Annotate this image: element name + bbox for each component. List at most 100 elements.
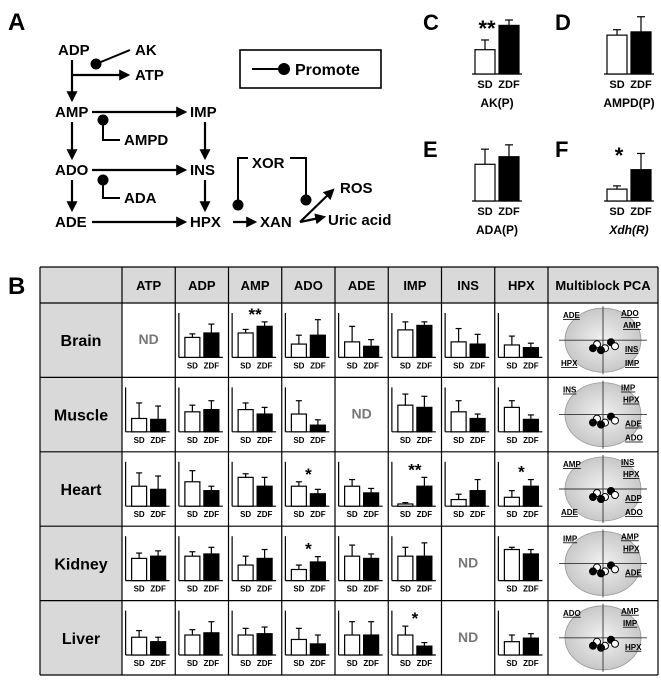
- pca-label: ADP: [625, 494, 643, 503]
- bar-sd: [131, 557, 148, 582]
- group-label: SD: [134, 436, 145, 445]
- pca-label: ADO: [625, 434, 643, 443]
- group-label: ZDF: [470, 436, 486, 445]
- bar-zdf: [630, 169, 652, 202]
- group-label: SD: [240, 361, 251, 370]
- bar-sd: [450, 411, 467, 433]
- group-label: ZDF: [363, 510, 379, 519]
- bar-zdf: [150, 555, 167, 582]
- group-label: SD: [134, 510, 145, 519]
- bar-zdf: [416, 485, 433, 507]
- group-label: SD: [240, 659, 251, 668]
- bar-zdf: [150, 418, 167, 433]
- bar-sd: [131, 636, 148, 656]
- arrow-xan-uric: [299, 213, 327, 225]
- column-header: ADO: [294, 278, 323, 293]
- bar-sd: [474, 49, 496, 75]
- pca-point: [611, 416, 619, 425]
- enzyme-ada: ADA: [124, 190, 157, 207]
- bar-zdf: [522, 637, 539, 656]
- row-label: Brain: [61, 333, 102, 350]
- column-header: ADE: [348, 278, 376, 293]
- node-atp: ATP: [135, 67, 164, 84]
- group-label: ZDF: [523, 659, 539, 668]
- group-label: ZDF: [363, 659, 379, 668]
- group-label: SD: [400, 361, 411, 370]
- bar-sd: [503, 641, 520, 656]
- enzyme-ampd: AMPD: [124, 132, 168, 149]
- pca-point: [611, 491, 619, 499]
- inset-title: AK(P): [480, 96, 513, 110]
- bar-zdf: [469, 343, 486, 358]
- promote-ak: [95, 49, 131, 65]
- pca-point: [611, 639, 619, 648]
- pca-label: INS: [563, 386, 577, 395]
- pca-label: AMP: [621, 607, 639, 616]
- bar-sd: [606, 188, 628, 202]
- group-label: SD: [293, 510, 304, 519]
- bar-zdf: [309, 561, 326, 582]
- bar-cell: ND: [458, 629, 478, 645]
- promote-ada-dot: [97, 174, 109, 186]
- panel-label-b: B: [8, 273, 25, 300]
- bar-zdf: [203, 553, 220, 582]
- bar-sd: [606, 34, 628, 75]
- node-uric-acid: Uric acid: [328, 212, 391, 229]
- group-label: SD: [506, 585, 517, 594]
- bar-zdf: [256, 557, 273, 582]
- inset-title: Xdh(R): [608, 223, 648, 237]
- bar-sd: [344, 485, 361, 507]
- bar-zdf: [522, 553, 539, 582]
- bar-sd: [503, 406, 520, 433]
- bar-cell: ND: [458, 554, 478, 570]
- pca-label: INS: [625, 345, 639, 354]
- node-hpx: HPX: [190, 214, 221, 231]
- group-label: SD: [609, 79, 624, 91]
- significance-mark: *: [412, 609, 419, 628]
- group-label: ZDF: [498, 79, 520, 91]
- group-label: ZDF: [150, 436, 166, 445]
- promote-ada: [102, 180, 120, 199]
- pca-label: IMP: [563, 534, 578, 543]
- group-label: SD: [400, 510, 411, 519]
- group-label: ZDF: [204, 436, 220, 445]
- bar-zdf: [203, 332, 220, 359]
- group-label: ZDF: [257, 659, 273, 668]
- bar-zdf: [256, 413, 273, 433]
- significance-mark: **: [249, 305, 263, 324]
- row-label: Kidney: [54, 556, 107, 573]
- group-label: ZDF: [523, 510, 539, 519]
- pca-label: AMP: [563, 460, 581, 469]
- pca-label: ADE: [561, 508, 579, 517]
- column-header: INS: [457, 278, 479, 293]
- group-label: SD: [477, 206, 492, 218]
- group-label: ZDF: [363, 585, 379, 594]
- group-label: SD: [609, 206, 624, 218]
- pca-label: ADO: [625, 508, 643, 517]
- not-detected-label: ND: [458, 554, 478, 570]
- group-label: ZDF: [257, 436, 273, 445]
- bar-sd: [397, 555, 414, 582]
- pca-label: HPX: [623, 470, 640, 479]
- pca-label: HPX: [561, 359, 578, 368]
- column-header: Multiblock PCA: [555, 278, 651, 293]
- bar-sd: [184, 411, 201, 433]
- node-amp: AMP: [55, 104, 88, 121]
- node-ado: ADO: [55, 162, 89, 179]
- panel-label-f: F: [555, 137, 568, 162]
- bar-sd: [131, 417, 148, 433]
- significance-mark: *: [615, 143, 624, 168]
